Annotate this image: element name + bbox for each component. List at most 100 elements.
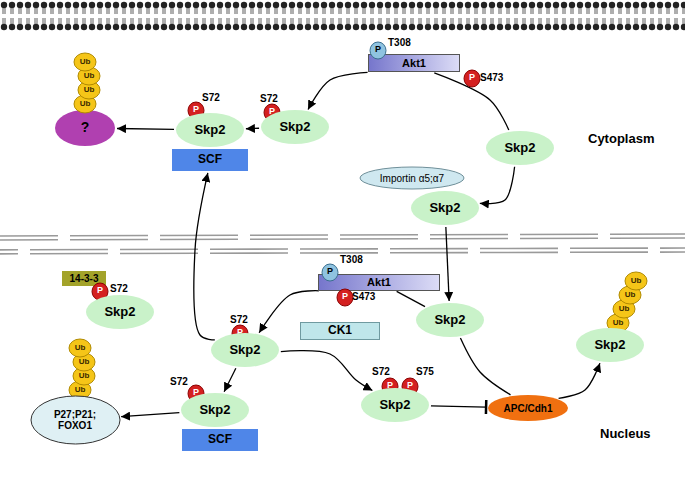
node-label: Ub <box>79 372 90 381</box>
node-label: Skp2 <box>229 343 260 357</box>
connector <box>308 72 368 109</box>
compartment-label: Cytoplasm <box>588 132 654 146</box>
connector <box>121 413 179 417</box>
connector <box>559 363 600 398</box>
node-label: Importin α5;α7 <box>380 173 444 184</box>
connector <box>480 167 515 204</box>
skp2-protein: Skp2 <box>261 110 329 144</box>
node-label: P <box>327 267 333 277</box>
site-label: S75 <box>416 366 434 377</box>
envelope-line <box>0 238 685 240</box>
site-label: T308 <box>340 254 363 265</box>
node-label: Ub <box>84 72 95 81</box>
node-label: Skp2 <box>199 403 230 417</box>
phospho-site: P <box>464 70 480 87</box>
skp2-protein: Skp2 <box>86 295 154 329</box>
node-label: APC/Cdh1 <box>504 403 553 414</box>
node-label: Ub <box>80 100 91 109</box>
node-label: Ub <box>631 277 642 286</box>
node-label: SCF <box>208 433 232 446</box>
phospho-site: P <box>370 42 386 59</box>
phospho-site-shape <box>337 289 353 306</box>
connector <box>446 227 449 301</box>
cell-membrane <box>0 1 685 33</box>
site-label: S72 <box>372 366 390 377</box>
ubiquitin-shape <box>69 339 91 357</box>
scf-complex: SCF <box>172 149 248 171</box>
connector <box>246 128 259 130</box>
site-label: S72 <box>260 93 278 104</box>
skp2-protein-shape <box>211 333 279 367</box>
connector <box>224 368 236 391</box>
node-label: Ub <box>79 358 90 367</box>
skp2-protein-shape <box>86 295 154 329</box>
node-label: P27;P21; FOXO1 <box>44 409 106 431</box>
node-label: CK1 <box>328 324 352 337</box>
node-label: Skp2 <box>194 123 225 137</box>
compartment-label: Nucleus <box>600 427 651 441</box>
node-label: Ub <box>613 319 624 328</box>
skp2-protein: Skp2 <box>181 393 249 427</box>
skp2-protein-shape <box>411 191 479 225</box>
node-label: Ub <box>75 344 86 353</box>
envelope-line <box>0 248 685 250</box>
node-label: P <box>193 105 199 115</box>
skp2-protein: Skp2 <box>176 113 244 147</box>
node-label: Ub <box>619 305 630 314</box>
skp2-protein: Skp2 <box>411 191 479 225</box>
unknown-substrate: ? <box>55 110 115 146</box>
connector <box>397 291 425 306</box>
skp2-protein: Skp2 <box>211 333 279 367</box>
node-label: Skp2 <box>594 338 625 352</box>
connector <box>117 128 174 130</box>
connector <box>460 338 510 395</box>
skp2-protein: Skp2 <box>361 388 429 422</box>
substrate-group-shape <box>31 396 120 444</box>
apc-cdh1: APC/Cdh1 <box>488 395 568 421</box>
node-label: SCF <box>198 153 222 166</box>
node-label: P <box>375 45 381 55</box>
node-label: Skp2 <box>379 398 410 412</box>
node-label: Skp2 <box>429 201 460 215</box>
connector <box>434 73 509 130</box>
site-label: S72 <box>230 314 248 325</box>
site-label: S72 <box>110 283 128 294</box>
skp2-protein-shape <box>416 303 484 337</box>
node-label: Ub <box>75 386 86 395</box>
ck1-kinase: CK1 <box>300 322 380 340</box>
ubiquitin-shape <box>625 272 647 290</box>
node-label: P <box>469 73 475 83</box>
skp2-protein-shape <box>576 328 644 362</box>
skp2-protein: Skp2 <box>576 328 644 362</box>
node-label: Ub <box>80 58 91 67</box>
node-label: 14-3-3 <box>70 273 99 284</box>
phospho-site: P <box>337 289 353 306</box>
scf-complex: SCF <box>182 429 258 451</box>
envelope-line <box>0 252 685 254</box>
site-label: S72 <box>170 376 188 387</box>
site-label: S473 <box>480 72 503 83</box>
node-label: Akt1 <box>402 57 426 69</box>
importin: Importin α5;α7 <box>360 167 464 189</box>
skp2-protein: Skp2 <box>416 303 484 337</box>
skp2-protein-shape <box>176 113 244 147</box>
node-label: Skp2 <box>434 313 465 327</box>
phospho-site: P <box>322 264 338 281</box>
skp2-protein-shape <box>361 388 429 422</box>
site-label: S72 <box>202 92 220 103</box>
phospho-site-shape <box>464 70 480 87</box>
connector <box>281 351 373 391</box>
unknown-substrate-shape <box>55 110 115 146</box>
node-label: P <box>342 292 348 302</box>
node-label: ? <box>81 120 90 135</box>
apc-cdh1-shape <box>488 395 568 421</box>
node-label: P <box>97 286 103 296</box>
ubiquitin: Ub <box>74 53 96 71</box>
node-label: Ub <box>84 86 95 95</box>
skp2-protein-shape <box>181 393 249 427</box>
node-label: Skp2 <box>279 120 310 134</box>
inhibition-connector <box>431 406 486 407</box>
nuclear-envelope <box>0 234 685 254</box>
